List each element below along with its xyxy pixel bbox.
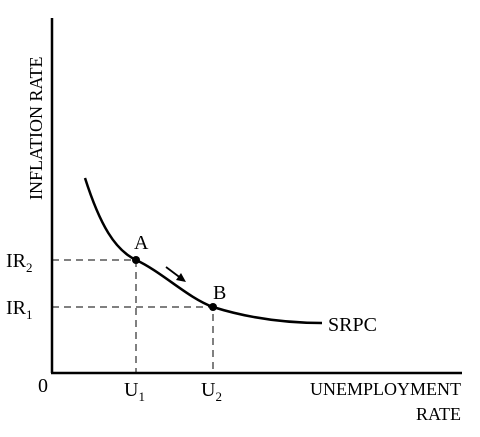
- x-tick-u2-base: U: [201, 379, 216, 401]
- x-axis-title-line2: RATE: [416, 404, 461, 424]
- srpc-label: SRPC: [328, 314, 377, 336]
- guide-line-a: [52, 259, 137, 373]
- x-tick-u1-sub: 1: [138, 389, 145, 404]
- x-tick-u1: U1: [124, 379, 145, 404]
- origin-label: 0: [38, 375, 48, 397]
- y-tick-ir1: IR1: [6, 297, 33, 322]
- point-a-label: A: [134, 232, 149, 254]
- movement-arrow-head: [176, 273, 186, 282]
- x-tick-u2-sub: 2: [215, 389, 222, 404]
- point-b-marker: [209, 303, 217, 311]
- x-axis-title-line1: UNEMPLOYMENT: [310, 379, 461, 399]
- srpc-curve: [83, 177, 323, 325]
- point-b-label: B: [213, 282, 226, 304]
- y-tick-ir2-base: IR: [6, 250, 27, 272]
- point-a-marker: [132, 256, 140, 264]
- guide-line-b: [52, 306, 214, 373]
- x-tick-u1-base: U: [124, 379, 139, 401]
- y-tick-ir1-sub: 1: [26, 307, 33, 322]
- y-tick-ir2: IR2: [6, 250, 33, 275]
- y-tick-ir1-base: IR: [6, 297, 27, 319]
- y-tick-ir2-sub: 2: [26, 260, 33, 275]
- y-axis-title: INFLATION RATE: [26, 57, 46, 201]
- x-tick-u2: U2: [201, 379, 222, 404]
